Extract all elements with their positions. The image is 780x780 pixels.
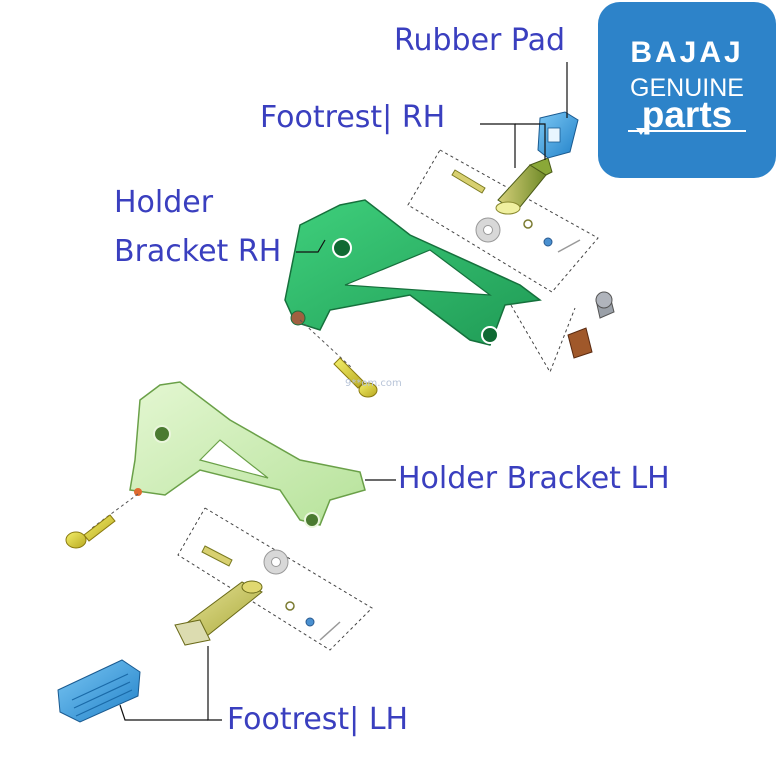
logo-tick-icon	[636, 128, 646, 135]
holder-bracket-lh	[129, 381, 366, 528]
holder-bracket-rh	[284, 199, 542, 346]
rubber-pad-rh	[537, 111, 579, 159]
rh-small-parts	[451, 169, 581, 253]
bolt-lh	[65, 493, 139, 549]
label-footrest-rh: Footrest| RH	[260, 100, 446, 135]
label-footrest-lh: Footrest| LH	[227, 702, 409, 737]
label-rubber-pad: Rubber Pad	[394, 23, 566, 58]
rh-assembly-outline	[407, 149, 599, 374]
leader-lines	[119, 62, 568, 721]
lh-assembly-outline	[177, 507, 373, 651]
label-holder-bracket-rh-line1: Holder	[114, 185, 214, 220]
logo-underline	[628, 130, 746, 132]
lh-small-parts	[201, 545, 341, 641]
label-holder-bracket-lh: Holder Bracket LH	[398, 461, 670, 496]
bajaj-genuine-parts-logo: BAJAJ GENUINE parts	[598, 2, 776, 178]
logo-genuine: GENUINE	[630, 74, 744, 102]
logo-brand: BAJAJ	[630, 36, 744, 69]
watermark: 9**om.com	[345, 378, 402, 389]
footrest-rh	[495, 157, 553, 215]
footrest-lh	[174, 580, 263, 646]
rubber-pad-lh	[57, 659, 141, 723]
bolt-rh	[299, 319, 378, 398]
logo-parts: parts	[641, 94, 733, 135]
label-holder-bracket-rh-line2: Bracket RH	[114, 234, 282, 269]
rh-rubber-dampers	[567, 291, 615, 359]
